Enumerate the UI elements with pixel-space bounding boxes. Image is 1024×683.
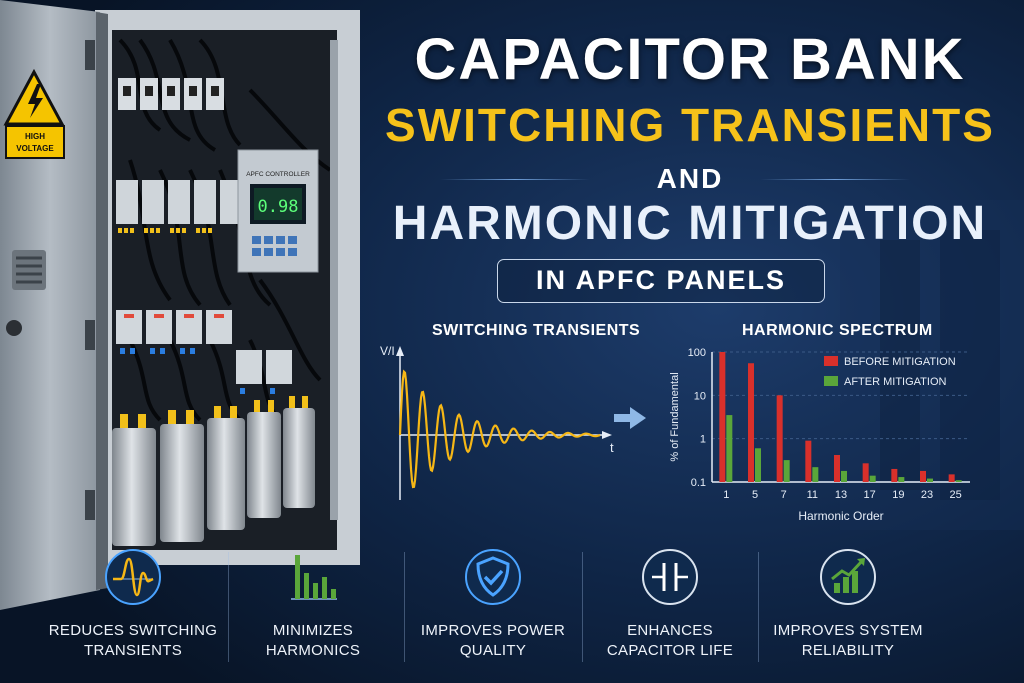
feature-label: IMPROVES POWER QUALITY: [420, 622, 566, 659]
x-axis-label: Harmonic Order: [798, 509, 883, 523]
y-tick-label: 10: [694, 390, 706, 402]
high-voltage-warning-sign: [3, 68, 65, 159]
bar-before-h17: [862, 463, 869, 482]
bar-after-h23: [927, 478, 933, 482]
x-tick-label: 25: [950, 489, 962, 501]
legend-swatch: [824, 376, 838, 386]
harmonic-chart-title: HARMONIC SPECTRUM: [742, 322, 933, 339]
x-tick-label: 1: [723, 489, 729, 501]
transient-wave-icon: [105, 549, 161, 605]
feature-label: ENHANCES CAPACITOR LIFE: [606, 622, 734, 659]
apfc-controller: [237, 149, 319, 273]
bar-before-h7: [776, 395, 783, 482]
feature-minimizes-harmonics: MINIMIZES HARMONICS: [228, 547, 398, 661]
feature-reduces-switching-transients: REDUCES SWITCHING TRANSIENTS: [48, 547, 218, 661]
bar-after-h11: [812, 467, 819, 482]
divider-left: [440, 179, 590, 180]
legend-swatch: [824, 356, 838, 366]
title-line-and: AND: [656, 163, 724, 194]
bar-before-h25: [948, 474, 955, 482]
transient-x-label: t: [610, 440, 614, 455]
y-axis-label: % of Fundamental: [669, 372, 681, 461]
capacitor-symbol-icon: [642, 549, 698, 605]
transient-chart-heading: SWITCHING TRANSIENTS: [432, 322, 641, 339]
lightning-bolt-icon: [28, 84, 43, 118]
title-line-capacitor-bank: CAPACITOR BANK: [414, 27, 966, 92]
feature-label: REDUCES SWITCHING TRANSIENTS: [48, 622, 218, 659]
bar-before-h23: [920, 470, 926, 482]
bar-before-h11: [805, 440, 812, 482]
warning-label-high: HIGH: [25, 132, 45, 141]
feature-improves-power-quality: IMPROVES POWER QUALITY: [408, 547, 578, 661]
x-tick-label: 13: [835, 489, 847, 501]
arrow-right-icon: [614, 407, 646, 429]
legend-label: AFTER MITIGATION: [844, 376, 947, 388]
warning-label-voltage: VOLTAGE: [16, 144, 54, 153]
legend-label: BEFORE MITIGATION: [844, 356, 956, 368]
feature-divider: [404, 552, 405, 662]
transient-y-label: V/I: [380, 344, 395, 358]
title-line-switching-transients: SWITCHING TRANSIENTS: [385, 99, 995, 151]
bar-before-h5: [748, 363, 754, 482]
y-tick-label: 0.1: [691, 477, 706, 489]
feature-improves-system-reliability: IMPROVES SYSTEM RELIABILITY: [763, 547, 933, 661]
bar-before-h13: [834, 454, 840, 482]
bar-after-h25: [955, 480, 962, 482]
bar-after-h7: [783, 460, 790, 482]
feature-divider: [758, 552, 759, 662]
x-tick-label: 23: [921, 489, 933, 501]
controller-label: APFC CONTROLLER: [246, 171, 310, 178]
x-tick-label: 5: [752, 489, 758, 501]
feature-enhances-capacitor-life: ENHANCES CAPACITOR LIFE: [585, 547, 755, 661]
bar-after-h19: [898, 477, 905, 482]
shield-check-icon: [465, 549, 521, 605]
bar-after-h13: [841, 470, 847, 482]
title-badge-apfc-panels: IN APFC PANELS: [497, 259, 825, 303]
x-tick-label: 7: [781, 489, 787, 501]
harmonic-bars-icon: [291, 555, 337, 600]
feature-label: IMPROVES SYSTEM RELIABILITY: [773, 622, 923, 659]
growth-chart-icon: [820, 549, 876, 605]
y-tick-label: 1: [700, 434, 706, 446]
controller-reading: 0.98: [258, 197, 299, 217]
bar-after-h5: [755, 448, 761, 482]
x-tick-label: 17: [864, 489, 876, 501]
door-lock-icon: [6, 320, 22, 336]
title-line-harmonic-mitigation: HARMONIC MITIGATION: [392, 197, 988, 250]
bar-before-h1: [719, 352, 726, 482]
contactor-row: [116, 180, 242, 233]
harmonic-spectrum-chart: 100 10 1 0.1 % of Fundamental 1 5 7 11 13 17 19 23 25…: [669, 347, 970, 523]
fuse-row: [116, 310, 292, 394]
feature-label: MINIMIZES HARMONICS: [265, 622, 361, 659]
bar-before-h19: [891, 468, 898, 482]
x-tick-label: 11: [807, 489, 818, 501]
bar-after-h1: [726, 415, 733, 482]
y-tick-label: 100: [688, 347, 706, 359]
apfc-panel-illustration: HIGH VOLTAGE: [0, 0, 360, 610]
transient-chart: [396, 346, 612, 500]
bar-after-h17: [869, 475, 876, 482]
divider-right: [760, 179, 910, 180]
feature-divider: [228, 552, 229, 662]
capacitor-bank: [112, 396, 315, 546]
x-tick-label: 19: [892, 489, 904, 501]
transient-waveform: [398, 369, 601, 489]
breaker-row-1: [118, 78, 224, 110]
feature-divider: [582, 552, 583, 662]
